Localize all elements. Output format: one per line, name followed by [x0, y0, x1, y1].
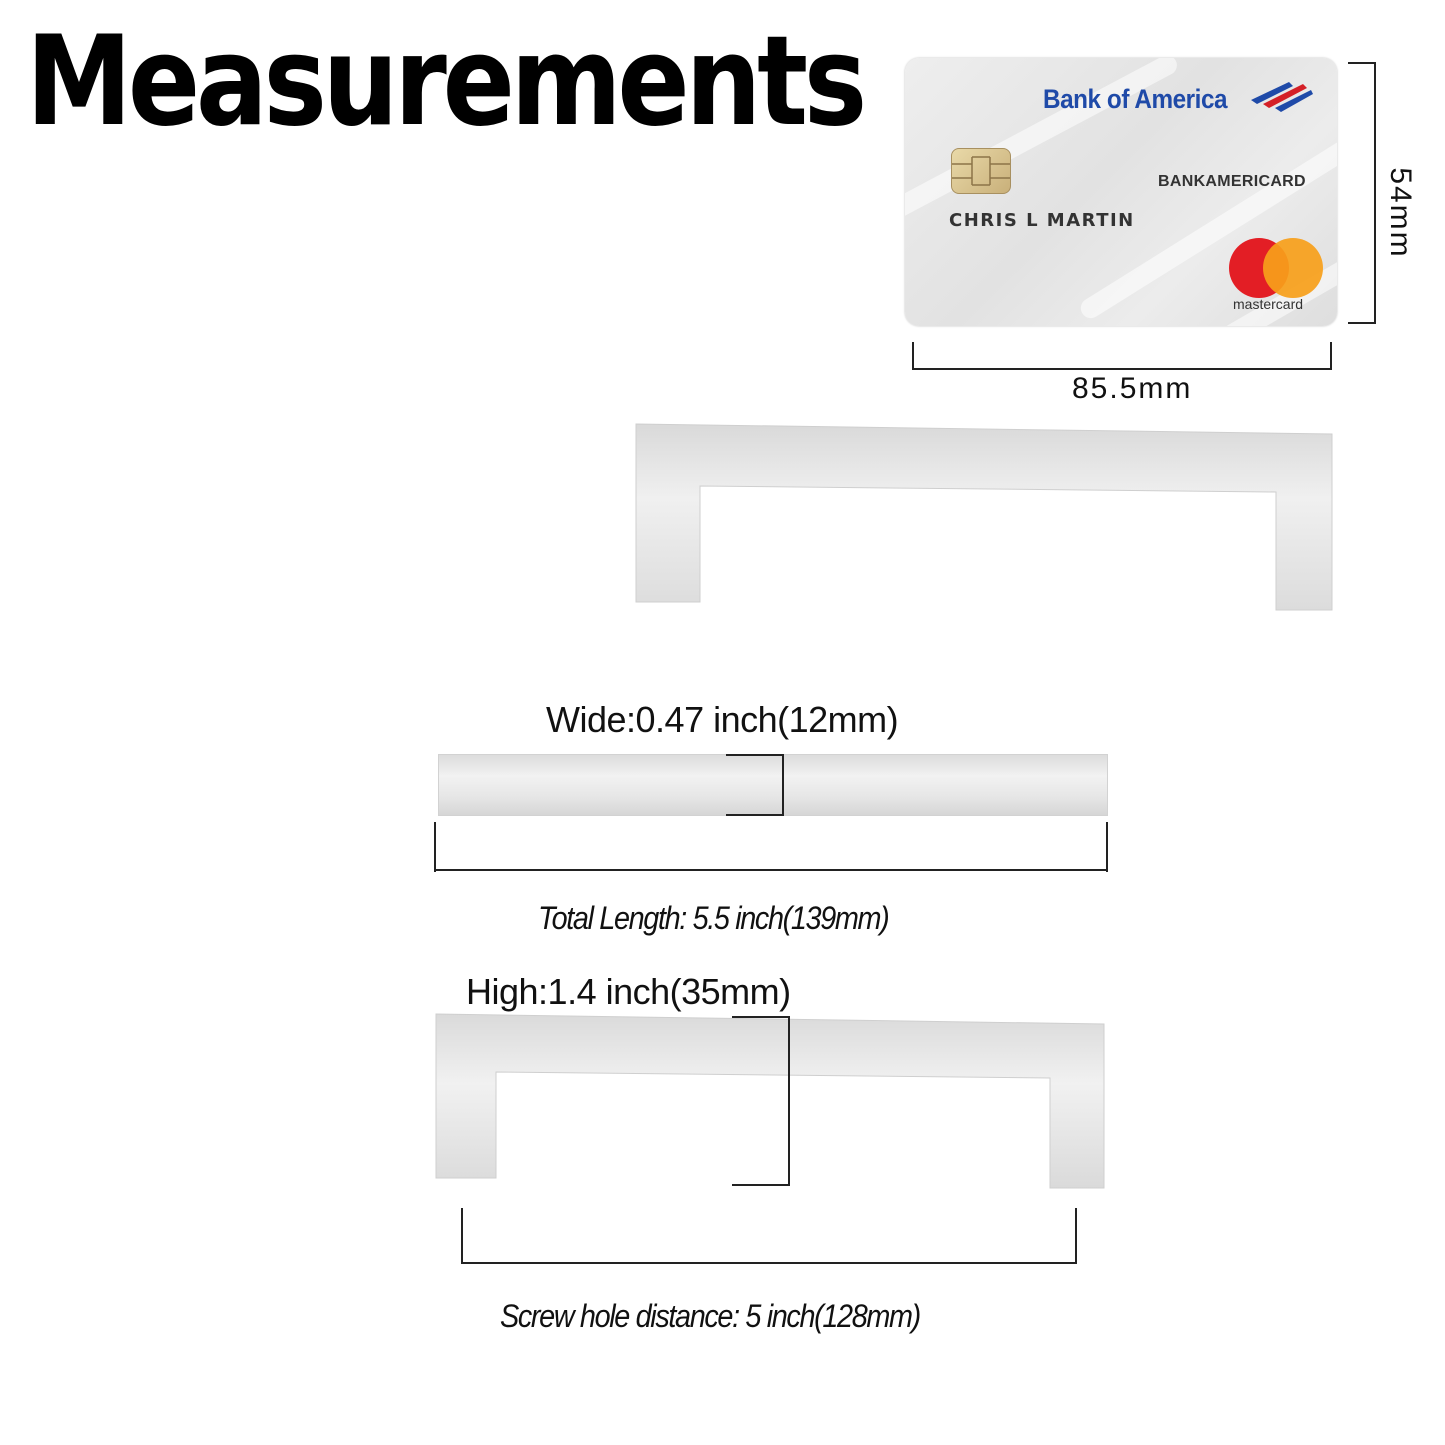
card-holder-name: CHRIS L MARTIN [949, 210, 1135, 231]
handle-perspective-image [635, 423, 1333, 611]
reference-credit-card: Bank of America BANKAMERICARD CHRIS L MA… [905, 58, 1337, 326]
card-height-bracket-bottom [1348, 322, 1376, 324]
high-bracket-top [732, 1016, 790, 1018]
card-width-label: 85.5mm [1072, 372, 1193, 405]
total-length-label: Total Length: 5.5 inch(139mm) [538, 900, 890, 936]
wide-bracket-top [726, 754, 784, 756]
wide-label: Wide:0.47 inch(12mm) [546, 699, 899, 740]
high-bracket [788, 1016, 790, 1186]
screw-hole-bracket [461, 1262, 1077, 1264]
card-chip-icon [951, 148, 1011, 194]
wide-bracket [782, 754, 784, 816]
card-network-label: mastercard [1233, 296, 1304, 312]
card-width-bracket-right [1330, 342, 1332, 370]
total-length-bracket [434, 869, 1108, 871]
page-title: Measurements [26, 10, 867, 154]
bank-name: Bank of America [1043, 84, 1228, 114]
screw-hole-bracket-left [461, 1208, 463, 1264]
card-swoosh [905, 58, 1181, 225]
card-height-label: 54mm [1384, 167, 1417, 259]
handle-front-view-image [435, 1013, 1105, 1189]
screw-hole-bracket-right [1075, 1208, 1077, 1264]
card-height-bracket [1374, 62, 1376, 324]
total-length-bracket-right [1106, 822, 1108, 872]
card-width-bracket-left [912, 342, 914, 370]
card-height-bracket-top [1348, 62, 1376, 64]
high-label: High:1.4 inch(35mm) [466, 971, 791, 1012]
mastercard-logo-icon [1227, 238, 1323, 300]
handle-top-view-bar [438, 754, 1108, 816]
wide-bracket-bottom [726, 814, 784, 816]
screw-hole-distance-label: Screw hole distance: 5 inch(128mm) [500, 1298, 921, 1334]
card-product-name: BANKAMERICARD [1158, 173, 1306, 190]
bank-flag-icon [1251, 82, 1313, 112]
total-length-bracket-left [434, 822, 436, 872]
high-bracket-bottom [732, 1184, 790, 1186]
card-width-bracket [912, 368, 1332, 370]
